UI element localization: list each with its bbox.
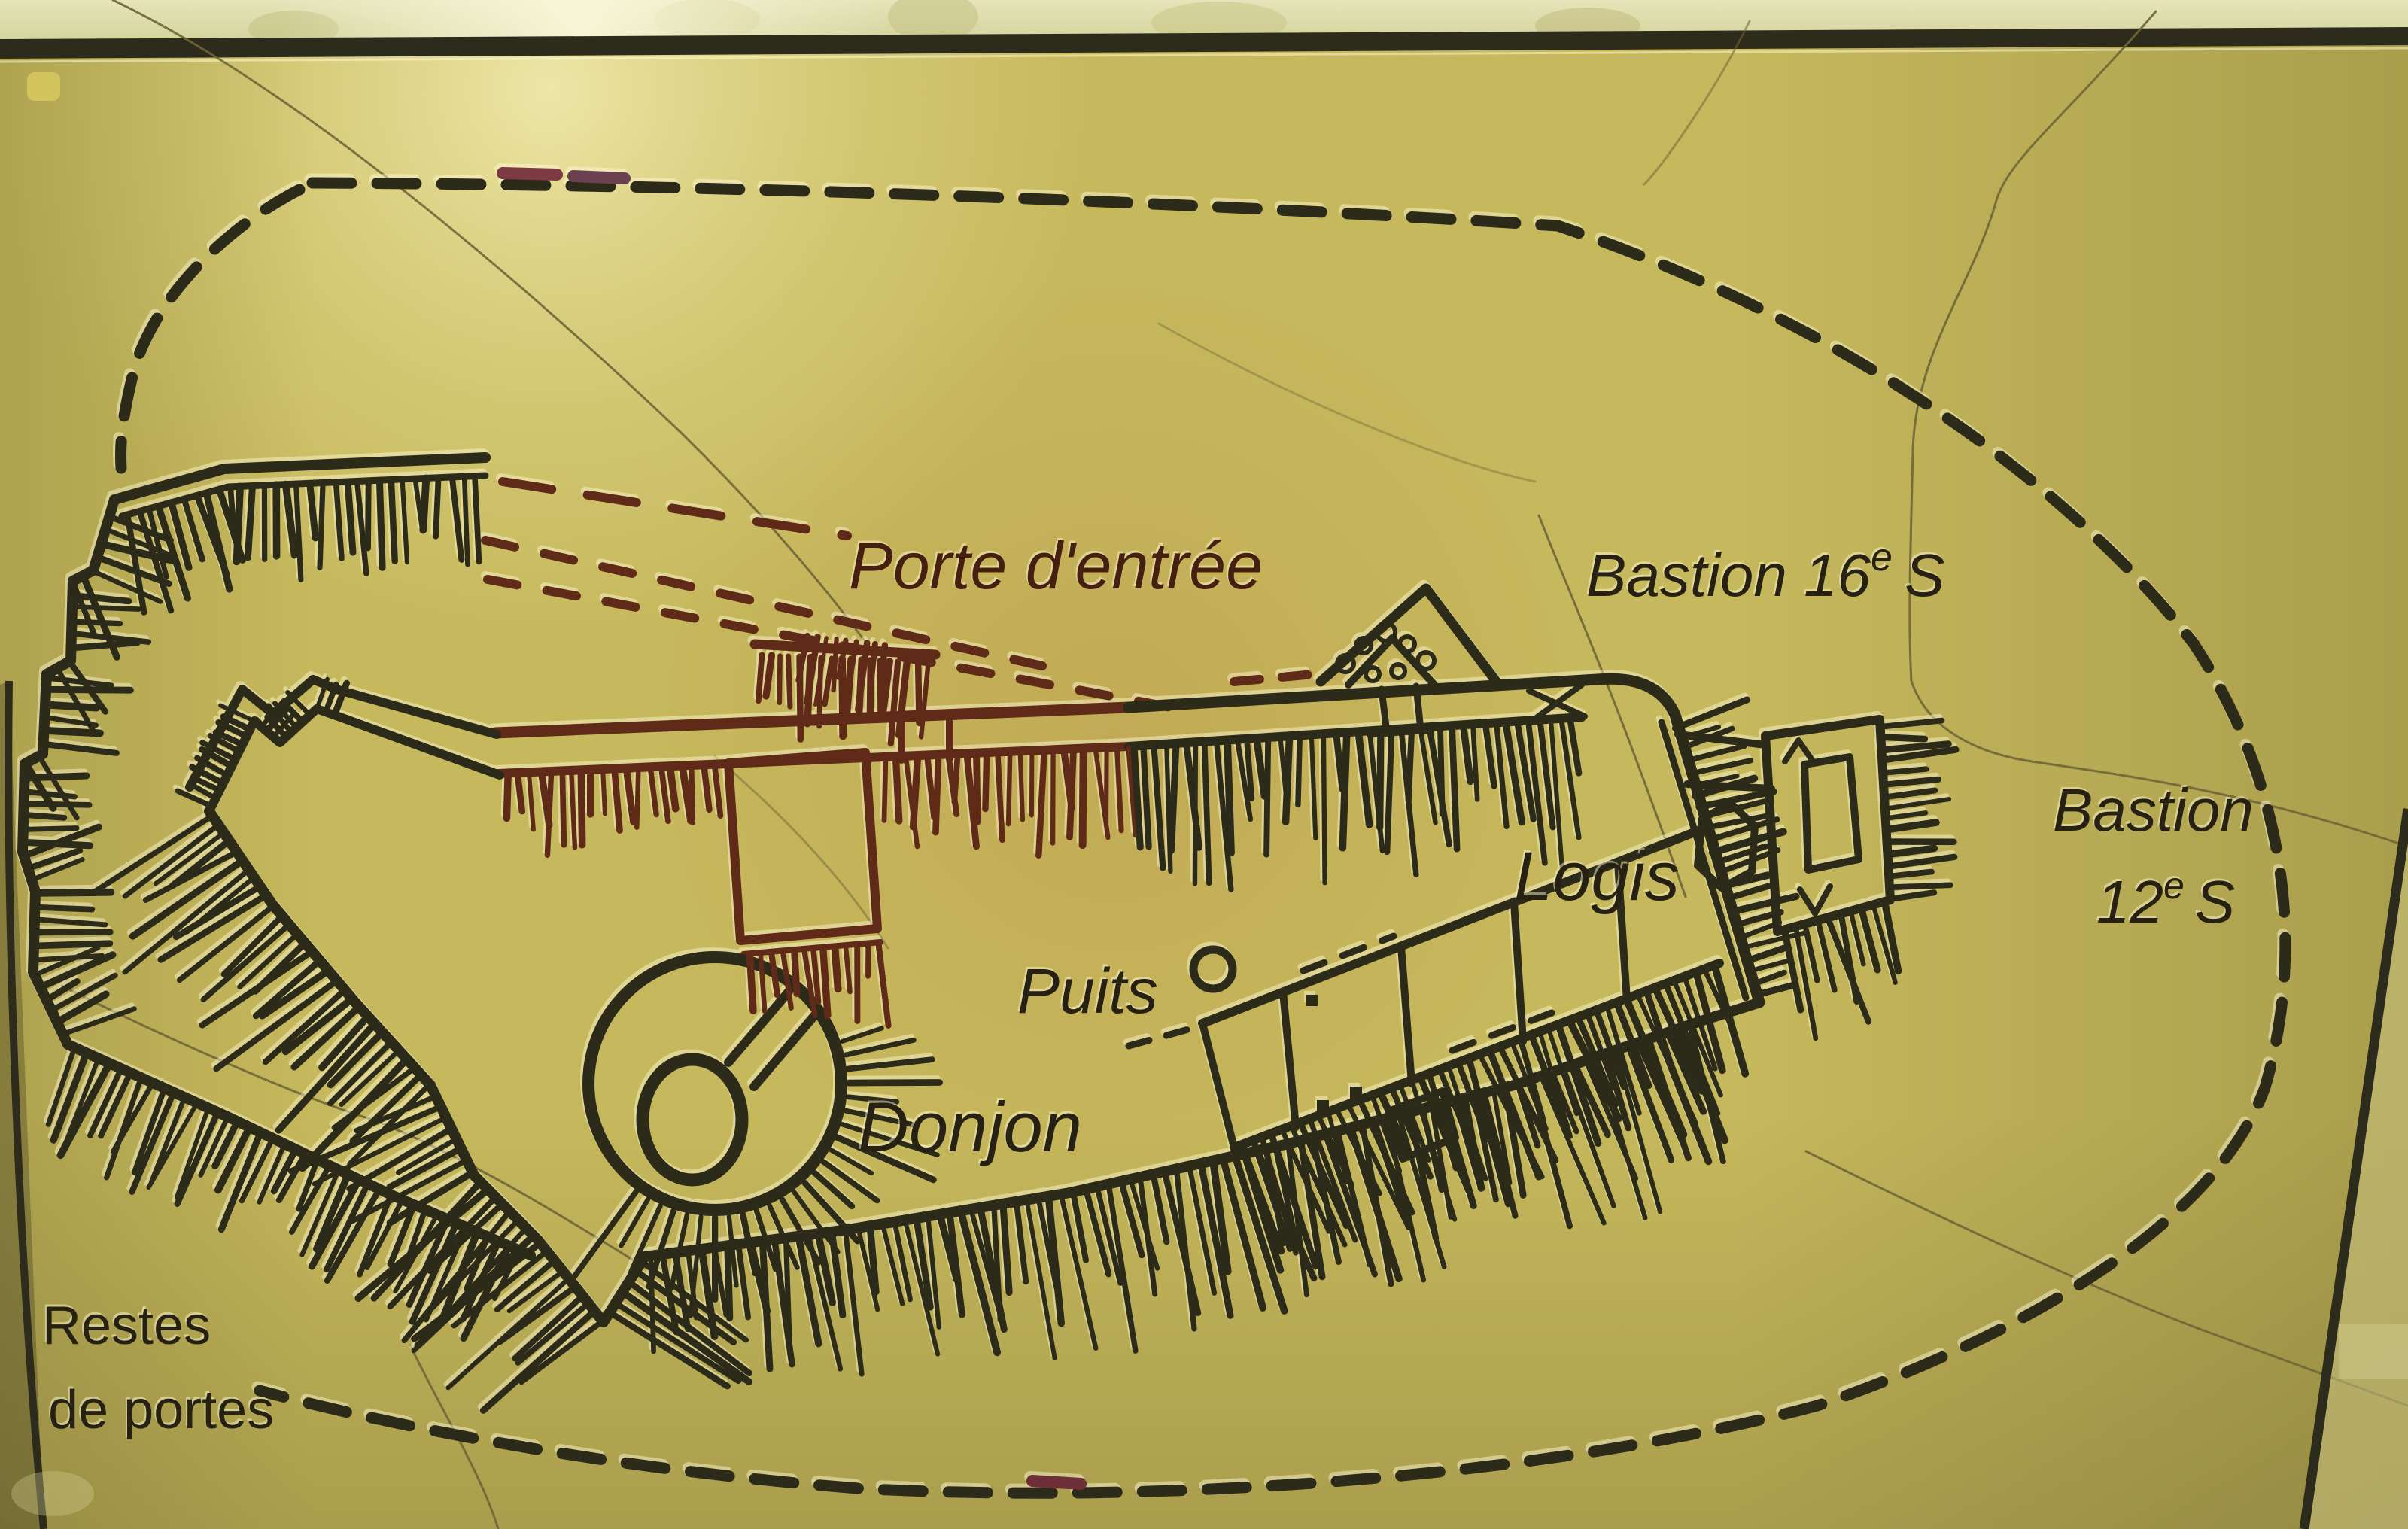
- logis-buildings: [1125, 825, 1724, 1163]
- label-bastion-12: Bastion: [2053, 777, 2254, 844]
- label-restes-de-portes-line2: de portes: [48, 1380, 274, 1440]
- outer-ditch-dashed-boundary: [115, 177, 2291, 1499]
- label-restes-de-portes: Restes: [42, 1296, 211, 1356]
- label-donjon: Donjon: [858, 1087, 1082, 1166]
- maroon-dashes: [497, 167, 1087, 1490]
- label-logis: Logis: [1514, 838, 1680, 915]
- label-porte-dentree: Porte d'entrée: [849, 528, 1263, 603]
- top-frame-bar: [0, 0, 2408, 101]
- cobble-lattice: [1335, 621, 1437, 683]
- donjon-keep-symbol: [582, 951, 847, 1216]
- left-frame-edge: [0, 680, 94, 1529]
- hachures: [19, 473, 1960, 1414]
- engraved-plan: [17, 167, 2291, 1499]
- right-frame-edge: [2299, 808, 2408, 1529]
- well-symbol: [1189, 945, 1237, 993]
- door-jambs: [1306, 995, 1362, 1112]
- label-puits: Puits: [1017, 956, 1158, 1026]
- wall-x-brace: [1526, 682, 1588, 724]
- entrance-path-dashes: [481, 477, 1326, 712]
- crack-lines: [60, 0, 2408, 1529]
